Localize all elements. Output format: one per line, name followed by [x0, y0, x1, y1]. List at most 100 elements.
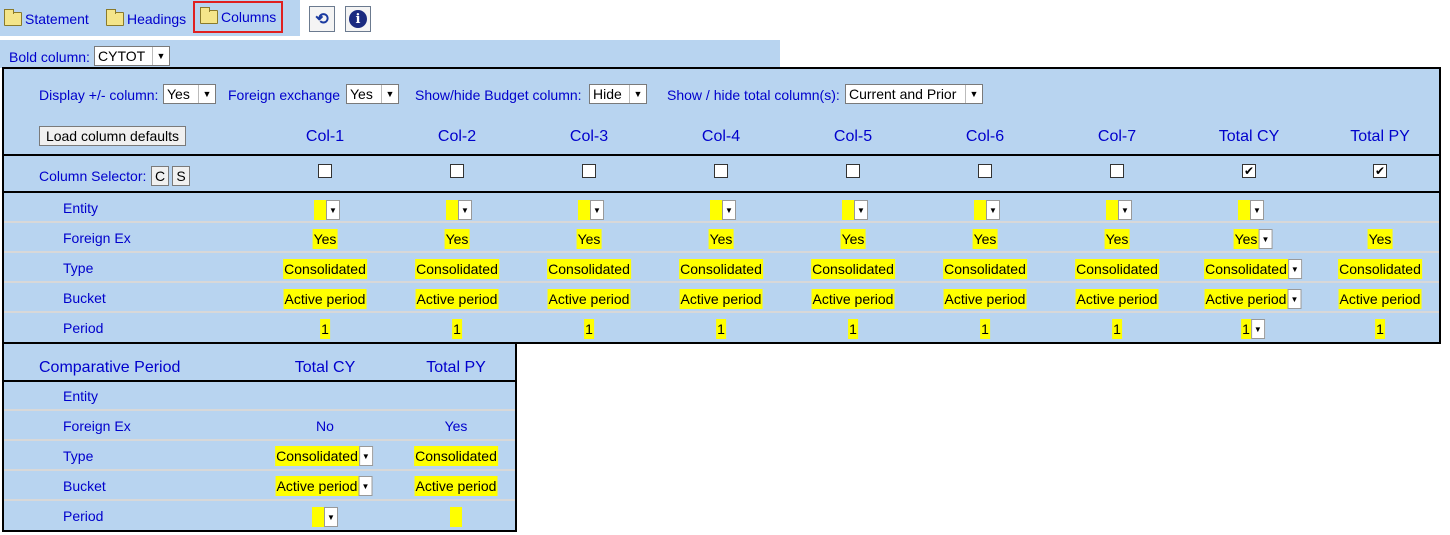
- tab-statement[interactable]: Statement: [4, 9, 89, 29]
- cell-value: 1: [1241, 319, 1251, 339]
- entity-select[interactable]: ▼: [314, 200, 340, 220]
- column-checkbox[interactable]: ✔: [1242, 164, 1256, 178]
- column-checkbox[interactable]: [450, 164, 464, 178]
- column-header: Col-3: [569, 128, 609, 145]
- column-header: Col-6: [965, 128, 1005, 145]
- chevron-down-icon: ▼: [198, 85, 215, 103]
- cell-value: 1: [716, 319, 726, 339]
- cell-value: Yes: [576, 229, 602, 249]
- column-header: Col-1: [305, 128, 345, 145]
- row-separator: [4, 251, 1439, 253]
- entity-select[interactable]: ▼: [974, 200, 1000, 220]
- select-c-button[interactable]: C: [151, 166, 169, 186]
- comp-type-label: Type: [63, 448, 94, 464]
- type-cell: Consolidated: [415, 259, 499, 279]
- chevron-down-icon: ▼: [590, 200, 604, 220]
- type-cell: Consolidated: [1075, 259, 1159, 279]
- fx-cell: Yes: [1367, 229, 1393, 249]
- cell-value: Active period: [414, 476, 498, 496]
- entity-select[interactable]: ▼: [446, 200, 472, 220]
- cell-value: 1: [320, 319, 330, 339]
- cell-value: Active period: [811, 289, 895, 309]
- column-checkbox[interactable]: ✔: [1373, 164, 1387, 178]
- bold-column-select[interactable]: CYTOT ▼: [94, 46, 170, 66]
- info-button[interactable]: i: [345, 6, 371, 32]
- budget-select[interactable]: Hide ▼: [589, 84, 647, 104]
- column-checkbox[interactable]: [582, 164, 596, 178]
- type-cell: Consolidated: [1338, 259, 1422, 279]
- fx-label: Foreign exchange: [228, 87, 341, 103]
- comp-bucket-py: Active period: [414, 476, 498, 496]
- select-value: Hide: [593, 86, 622, 102]
- comp-type-cy-select[interactable]: Consolidated ▼: [275, 446, 373, 466]
- chevron-down-icon: ▼: [152, 47, 169, 65]
- row-separator: [4, 409, 515, 411]
- entity-select[interactable]: ▼: [1238, 200, 1264, 220]
- chevron-down-icon: ▼: [854, 200, 868, 220]
- type-cell: Consolidated: [547, 259, 631, 279]
- type-cell: Consolidated: [811, 259, 895, 279]
- chevron-down-icon: ▼: [986, 200, 1000, 220]
- column-checkbox[interactable]: [978, 164, 992, 178]
- tab-label: Columns: [221, 9, 277, 25]
- column-header: Total PY: [1350, 128, 1410, 145]
- column-checkbox[interactable]: [1110, 164, 1124, 178]
- chevron-down-icon: ▼: [358, 476, 373, 496]
- bucket-cell[interactable]: Active period▼: [1204, 289, 1302, 309]
- display-pm-select[interactable]: Yes ▼: [163, 84, 216, 104]
- cell-value: Yes: [444, 229, 470, 249]
- tab-columns[interactable]: Columns: [192, 1, 284, 33]
- refresh-icon: ⟲: [315, 11, 329, 28]
- fx-cell: Yes: [972, 229, 998, 249]
- fx-cell[interactable]: Yes▼: [1233, 229, 1273, 249]
- comp-period-cy-select[interactable]: ▼: [312, 507, 338, 527]
- total-select[interactable]: Current and Prior ▼: [845, 84, 983, 104]
- cell-value: 1: [1375, 319, 1385, 339]
- select-value: Yes: [350, 86, 373, 102]
- cell-value: Consolidated: [1338, 259, 1422, 279]
- entity-select[interactable]: ▼: [842, 200, 868, 220]
- comp-bucket-label: Bucket: [63, 478, 106, 494]
- top-nav: Statement Headings Columns: [0, 0, 300, 36]
- column-checkbox[interactable]: [846, 164, 860, 178]
- folder-icon: [4, 9, 22, 26]
- select-s-button[interactable]: S: [172, 166, 190, 186]
- divider: [2, 154, 1441, 156]
- fx-row-label: Foreign Ex: [63, 230, 131, 246]
- folder-icon: [106, 9, 124, 26]
- comp-bucket-cy-select[interactable]: Active period ▼: [275, 476, 373, 496]
- bucket-cell: Active period: [415, 289, 499, 309]
- entity-select[interactable]: ▼: [710, 200, 736, 220]
- entity-select[interactable]: ▼: [1106, 200, 1132, 220]
- load-column-defaults-button[interactable]: Load column defaults: [39, 126, 186, 146]
- cell-value: Yes: [972, 229, 998, 249]
- period-cell[interactable]: 1▼: [1241, 319, 1265, 339]
- fx-cell: Yes: [312, 229, 338, 249]
- comp-fx-cy: No: [316, 418, 334, 434]
- cell-value: Consolidated: [679, 259, 763, 279]
- cell-value: Consolidated: [547, 259, 631, 279]
- column-checkbox[interactable]: [714, 164, 728, 178]
- period-cell: 1: [716, 319, 726, 339]
- row-separator: [4, 221, 1439, 223]
- comp-entity-label: Entity: [63, 388, 99, 404]
- bold-column-label: Bold column:: [9, 49, 90, 65]
- chevron-down-icon: ▼: [722, 200, 736, 220]
- tab-headings[interactable]: Headings: [106, 9, 186, 29]
- bucket-row-label: Bucket: [63, 290, 106, 306]
- column-selector-label: Column Selector:: [39, 168, 147, 184]
- entity-select[interactable]: ▼: [578, 200, 604, 220]
- type-cell[interactable]: Consolidated▼: [1204, 259, 1302, 279]
- comp-period-label: Period: [63, 508, 104, 524]
- refresh-button[interactable]: ⟲: [309, 6, 335, 32]
- chevron-down-icon: ▼: [1287, 259, 1302, 279]
- period-cell: 1: [584, 319, 594, 339]
- cell-value: Active period: [679, 289, 763, 309]
- chevron-down-icon: ▼: [326, 200, 340, 220]
- select-value: Current and Prior: [849, 86, 957, 102]
- chevron-down-icon: ▼: [458, 200, 472, 220]
- fx-select[interactable]: Yes ▼: [346, 84, 399, 104]
- column-checkbox[interactable]: [318, 164, 332, 178]
- comparative-title: Comparative Period: [39, 359, 181, 376]
- display-pm-label: Display +/- column:: [39, 87, 159, 103]
